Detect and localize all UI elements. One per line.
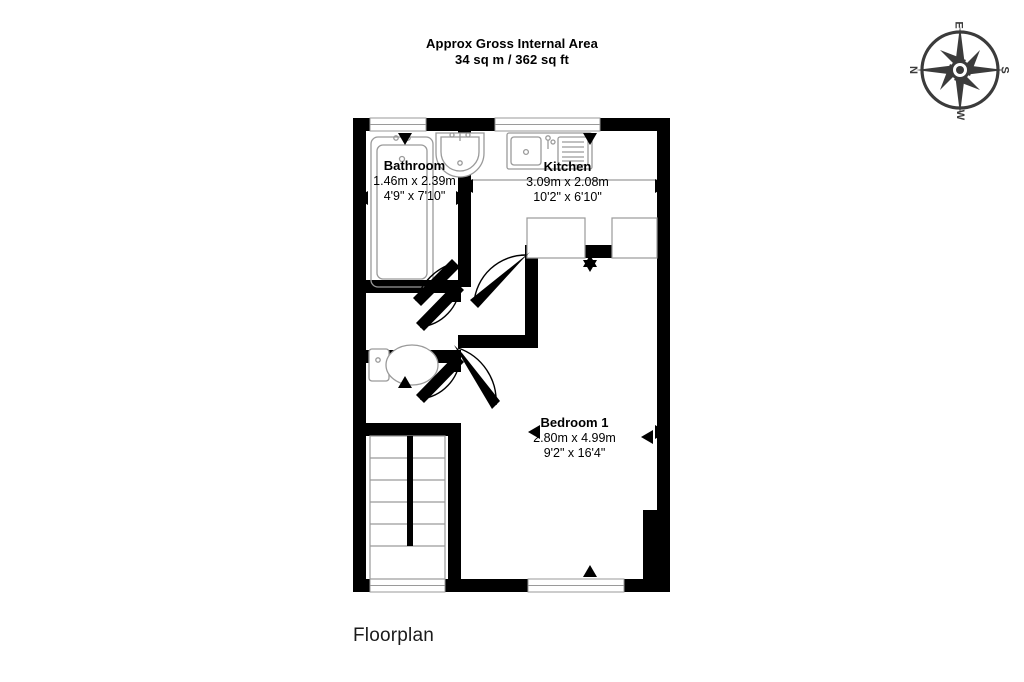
wall-bathroom-kitchen-lower — [458, 263, 471, 287]
window-bedroom — [527, 578, 625, 593]
staircase — [369, 435, 446, 580]
bathroom-dim-metric: 1.46m x 2.39m — [373, 174, 456, 188]
gia-title-line: Approx Gross Internal Area — [426, 36, 598, 51]
dim-arrow-bathroom-right — [456, 191, 468, 205]
wall-cupboard-bottom — [366, 423, 461, 436]
door-cupboard-upper — [416, 282, 464, 331]
kitchen-dim-metric: 3.09m x 2.08m — [526, 175, 609, 189]
window-bathroom — [369, 117, 427, 132]
door-kitchen — [470, 252, 530, 308]
window-stairs — [369, 578, 446, 593]
door-bedroom — [454, 345, 500, 409]
floorplan-drawing — [340, 105, 690, 605]
bedroom1-dim-imperial: 9'2" x 16'4" — [543, 446, 606, 460]
room-label-bedroom1: Bedroom 1 2.80m x 4.99m 9'2" x 16'4" — [462, 415, 687, 461]
compass-label-right: S — [998, 66, 1011, 74]
compass-label-bottom: W — [954, 109, 967, 121]
door-bathroom — [413, 259, 460, 306]
dim-arrow-bedroom-bottom — [583, 565, 597, 577]
stair-handrail — [407, 436, 413, 546]
floorplan-caption: Floorplan — [353, 625, 435, 646]
wall-stair-right — [448, 423, 461, 579]
dim-arrow-bathroom-left — [356, 191, 368, 205]
kitchen-name: Kitchen — [543, 159, 592, 174]
kitchen-base-unit-left — [526, 217, 586, 259]
gross-internal-area-heading: Approx Gross Internal Area 34 sq m / 362… — [0, 36, 1024, 68]
bathroom-name: Bathroom — [383, 158, 446, 173]
bedroom1-dim-metric: 2.80m x 4.99m — [533, 431, 616, 445]
kitchen-base-unit-right — [611, 217, 658, 259]
dim-arrow-bedroom-left — [528, 425, 540, 439]
wash-basin-icon — [435, 132, 485, 178]
dimension-arrows — [356, 133, 667, 577]
wall-hall-bedroom — [525, 245, 538, 345]
dim-arrow-bedroom-top — [583, 260, 597, 272]
dim-arrow-kitchen-left — [461, 179, 473, 193]
dim-arrow-stairs — [641, 430, 653, 444]
compass-label-top: E — [952, 21, 965, 29]
gia-value-line: 34 sq m / 362 sq ft — [455, 52, 569, 67]
door-cupboard-lower — [416, 354, 464, 403]
wall-jog-right — [643, 510, 657, 524]
bedroom1-name: Bedroom 1 — [540, 415, 609, 430]
kitchen-dim-imperial: 10'2" x 6'10" — [533, 190, 602, 204]
dim-arrow-bathroom-bottom — [398, 376, 412, 388]
compass-rose-icon: E S W N — [904, 14, 1016, 126]
compass-label-left: N — [906, 66, 919, 74]
bathroom-dim-imperial: 4'9" x 7'10" — [383, 189, 446, 203]
dim-arrow-bathroom-top — [398, 133, 412, 145]
room-label-kitchen: Kitchen 3.09m x 2.08m 10'2" x 6'10" — [455, 159, 680, 205]
room-label-bathroom: Bathroom 1.46m x 2.39m 4'9" x 7'10" — [302, 158, 527, 204]
dim-arrow-kitchen-right — [655, 179, 667, 193]
kitchen-sink-icon — [506, 132, 593, 170]
dim-arrow-bedroom-right — [655, 425, 667, 439]
toilet-icon — [368, 344, 439, 386]
window-kitchen — [494, 117, 601, 132]
wall-hall-bedroom-lower — [458, 335, 538, 348]
dim-arrow-kitchen-top — [583, 133, 597, 145]
